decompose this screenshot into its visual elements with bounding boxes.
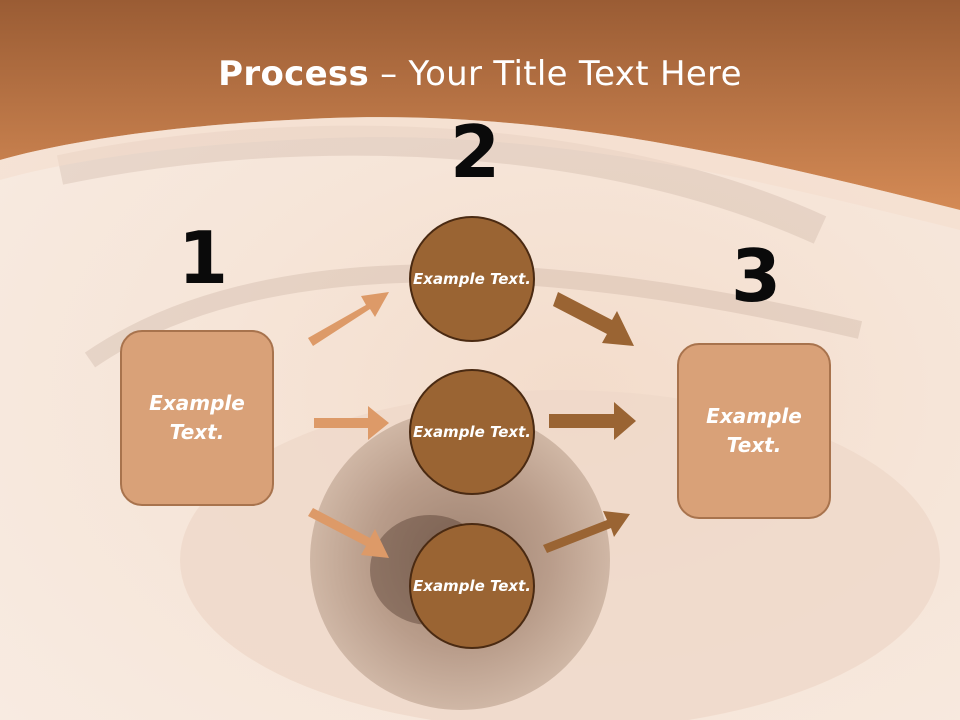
circle-bottom: Example Text. [409, 523, 535, 649]
step-number-1: 1 [178, 216, 229, 300]
eyebrow-shadow [84, 264, 863, 368]
header-band [0, 0, 960, 210]
arrow-top-to-right [553, 292, 634, 346]
arrow-left-to-bottom [308, 508, 389, 558]
title-strong: Process [218, 54, 370, 94]
circle-middle: Example Text. [409, 369, 535, 495]
header-swoosh [0, 117, 960, 230]
arrow-left-to-top [308, 292, 389, 346]
title-rest: – Your Title Text Here [369, 54, 742, 94]
step-number-2: 2 [450, 110, 501, 194]
arrow-middle-to-right [549, 402, 636, 440]
slide-title: Process – Your Title Text Here [0, 54, 960, 94]
right-box: Example Text. [677, 343, 831, 519]
arrow-bottom-to-right [543, 511, 630, 553]
arrow-left-to-middle [314, 406, 389, 440]
left-box: Example Text. [120, 330, 274, 506]
eyebrow [56, 125, 827, 244]
step-number-3: 3 [731, 234, 782, 318]
circle-top: Example Text. [409, 216, 535, 342]
